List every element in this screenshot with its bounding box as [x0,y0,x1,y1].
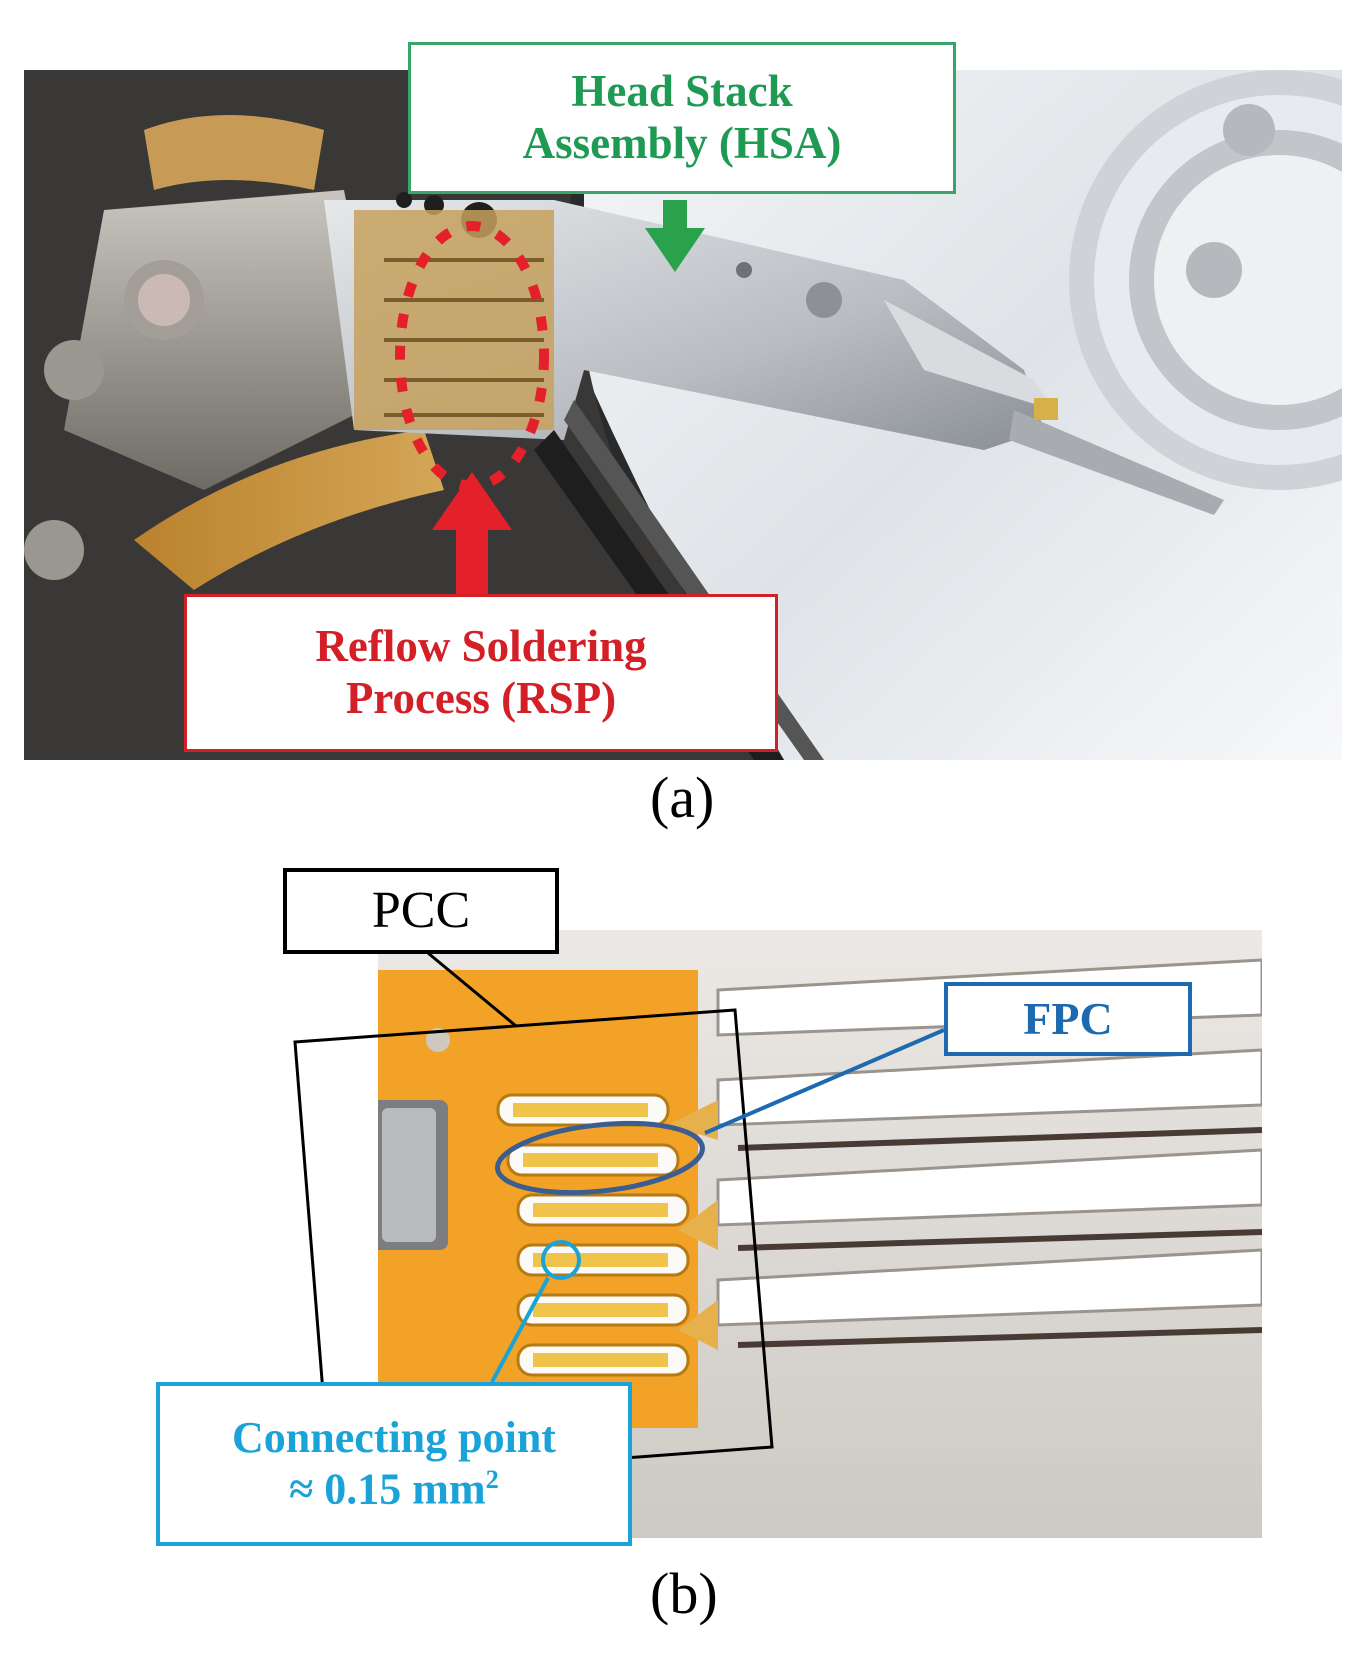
fpc-highlight-ellipse [495,1120,705,1196]
connecting-point-line1: Connecting point [232,1413,556,1463]
panel-label-a: (a) [650,765,715,830]
connecting-point-value: ≈ 0.15 mm [289,1464,486,1514]
callout-head-stack-assembly: Head Stack Assembly (HSA) [408,42,956,194]
connecting-point-circle [541,1240,581,1280]
hsa-line1: Head Stack [571,66,793,117]
connecting-point-exponent: 2 [485,1463,499,1494]
connecting-point-line2: ≈ 0.15 mm2 [232,1464,556,1515]
callout-fpc: FPC [944,982,1192,1056]
fpc-leader-line [704,1028,945,1135]
rsp-line2: Process (RSP) [345,673,617,723]
pcc-leader-line [427,951,517,1028]
connecting-point-leader-line [490,1277,550,1383]
callout-pcc: PCC [283,868,559,954]
panel-label-b: (b) [650,1561,718,1626]
hsa-line2: Assembly (HSA) [522,118,842,168]
pcc-outline [293,1008,774,1482]
rsp-pointer-arrow [432,472,512,605]
callout-reflow-soldering-process: Reflow Soldering Process (RSP) [184,594,778,752]
callout-connecting-point: Connecting point ≈ 0.15 mm2 [156,1382,632,1546]
rsp-line1: Reflow Soldering [315,621,647,672]
hsa-pointer-arrow [645,200,705,272]
panel-a-overlay [395,200,705,605]
